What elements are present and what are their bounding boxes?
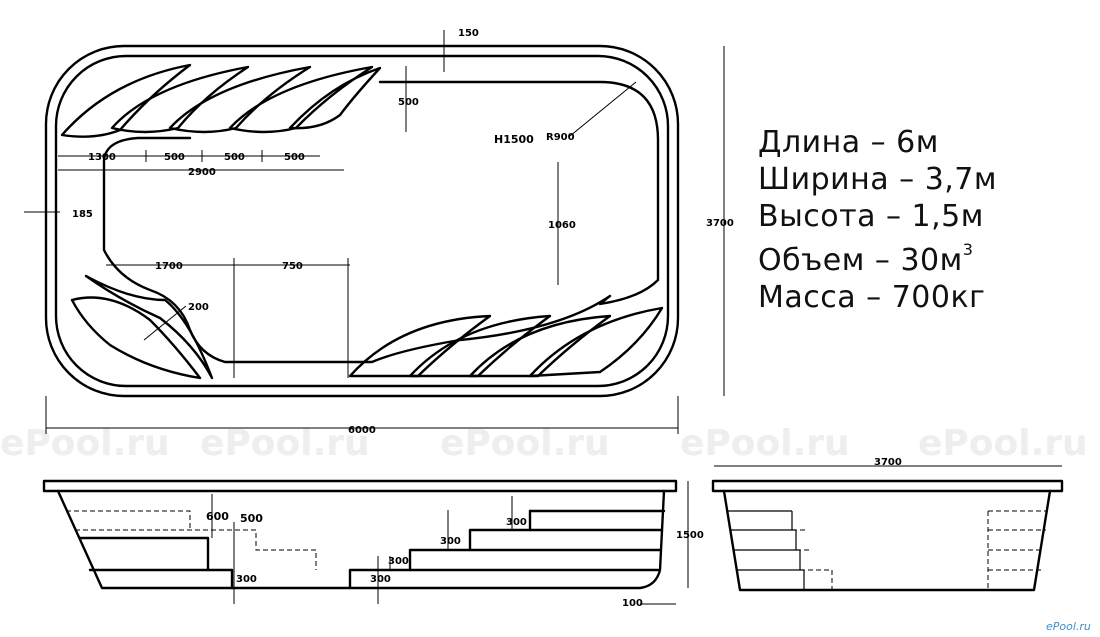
left-step-hidden-1 xyxy=(66,510,191,530)
stair-leaf-b1 xyxy=(348,314,492,378)
watermark-4: ePool.ru xyxy=(680,423,850,464)
dim-1500: 1500 xyxy=(676,530,704,541)
stair-leaf-3 xyxy=(168,65,312,134)
side-body xyxy=(56,489,666,590)
left-step-2 xyxy=(88,568,234,590)
dim-500-side: 500 xyxy=(240,512,263,525)
seat-leaf-left-1 xyxy=(70,296,202,380)
stair-leaf-b3 xyxy=(468,314,612,378)
dim-1060: 1060 xyxy=(548,220,576,231)
stair-leaf-b2 xyxy=(408,314,552,378)
dim-500-step: 500 xyxy=(398,97,419,108)
end-rim xyxy=(711,479,1064,493)
radius-leader xyxy=(569,81,637,137)
specs-panel: Длина – 6м Ширина – 3,7м Высота – 1,5м О… xyxy=(758,124,1088,316)
dim-185: 185 xyxy=(72,209,93,220)
spec-length: Длина – 6м xyxy=(758,125,939,160)
dim-100: 100 xyxy=(622,598,643,609)
brand-logo: ePool.ru xyxy=(1046,620,1091,633)
spec-width: Ширина – 3,7м xyxy=(758,162,998,197)
spec-volume-sup: 3 xyxy=(962,240,974,259)
dim-200: 200 xyxy=(188,302,209,313)
end-body xyxy=(722,489,1052,592)
end-dim-3700: 3700 xyxy=(874,457,902,468)
dim-200-leader xyxy=(143,305,187,341)
dim-300-mid: 300 xyxy=(370,574,391,585)
stair-leaf-5 xyxy=(288,66,382,130)
dim-3700-side: 3700 xyxy=(706,218,734,229)
right-step-1-riser xyxy=(348,509,532,590)
pool-floor-outline xyxy=(102,80,660,364)
top-view: 150 500 1300 500 500 500 2900 185 H1500 … xyxy=(24,28,734,436)
depth-label: H1500 xyxy=(494,133,534,146)
stair-leaf-1 xyxy=(60,63,192,138)
end-view: 3700 xyxy=(711,457,1064,592)
radius-label: R900 xyxy=(546,132,575,143)
dim-300-s1: 300 xyxy=(388,556,409,567)
dim-500-a: 500 xyxy=(164,152,185,163)
dim-2900: 2900 xyxy=(188,167,216,178)
side-rim xyxy=(42,479,678,493)
spec-volume-text: Объем – 30м xyxy=(758,243,963,278)
left-step-hidden-2 xyxy=(75,529,317,570)
dim-750: 750 xyxy=(282,261,303,272)
dim-1300: 1300 xyxy=(88,152,116,163)
stair-leaf-2 xyxy=(110,65,250,134)
dim-6000: 6000 xyxy=(348,425,376,436)
stair-leaf-4 xyxy=(228,65,374,134)
side-view: 600 500 300 300 300 300 300 1500 100 xyxy=(42,479,704,609)
watermark-5: ePool.ru xyxy=(918,423,1088,464)
end-steps-left xyxy=(728,510,805,590)
stair-leaf-b4 xyxy=(528,306,664,378)
dim-300-s2: 300 xyxy=(440,536,461,547)
spec-volume: Объем – 30м3 xyxy=(758,235,1088,279)
dim-500-b: 500 xyxy=(224,152,245,163)
dim-300-s3: 300 xyxy=(506,517,527,528)
pool-outer-rim xyxy=(44,44,680,398)
end-steps-hidden-left xyxy=(792,529,833,590)
dim-150: 150 xyxy=(458,28,479,39)
left-step-1 xyxy=(78,536,210,572)
dim-1700: 1700 xyxy=(155,261,183,272)
watermark-3: ePool.ru xyxy=(440,423,610,464)
pool-inner-rim xyxy=(54,54,670,388)
seat-leaf-left-2 xyxy=(84,274,214,380)
end-steps-hidden-right xyxy=(987,510,1048,590)
right-step-lines xyxy=(408,528,664,572)
spec-height: Высота – 1,5м xyxy=(758,199,984,234)
dim-300-left: 300 xyxy=(236,574,257,585)
dim-500-c: 500 xyxy=(284,152,305,163)
watermark-1: ePool.ru xyxy=(0,423,170,464)
dim-600: 600 xyxy=(206,510,229,523)
watermark-2: ePool.ru xyxy=(200,423,370,464)
spec-mass: Масса – 700кг xyxy=(758,280,986,315)
